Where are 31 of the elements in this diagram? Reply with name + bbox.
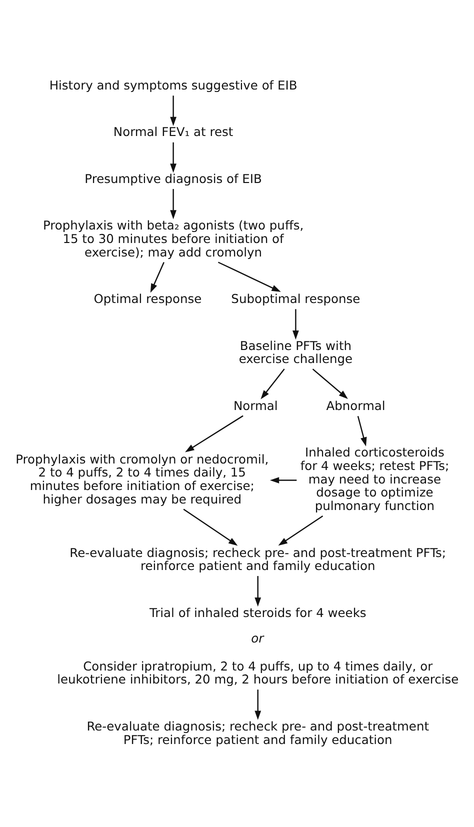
arrow <box>254 576 262 607</box>
node-text: Re-evaluate diagnosis; recheck pre- and post-treatment PFTs; reinforce patient and family education <box>70 546 446 574</box>
label: or <box>251 632 264 646</box>
node-text: Trial of inhaled steroids for 4 weeks <box>149 606 366 620</box>
arrow <box>278 515 324 546</box>
node-text: Optimal response <box>94 292 202 306</box>
node-text: Consider ipratropium, 2 to 4 puffs, up to 4 times daily, or leukotriene inhibitors, 20 mg, 2 hours before initiation of exercise <box>57 659 459 687</box>
arrow <box>312 368 348 400</box>
node-text: Abnormal <box>326 398 386 413</box>
arrow <box>254 690 262 720</box>
arrow <box>185 415 244 452</box>
node-text: Presumptive diagnosis of EIB <box>84 172 262 186</box>
arrow <box>183 508 238 546</box>
node-text: History and symptoms suggestive of EIB <box>49 78 298 92</box>
arrow <box>150 262 164 293</box>
arrow <box>270 477 297 484</box>
node-text: Normal <box>234 398 278 413</box>
arrow <box>218 262 281 292</box>
arrow <box>357 416 367 446</box>
node-text: Re-evaluate diagnosis; recheck pre- and post-treatment PFTs; reinforce patient and family education <box>86 719 430 747</box>
node-text: Baseline PFTs with exercise challenge <box>238 338 353 366</box>
node-text: Inhaled corticosteroids for 4 weeks; retest PFTs; may need to increase dosage to optimize pulmonary function <box>300 446 450 514</box>
arrow <box>260 368 285 400</box>
node-text: Prophylaxis with cromolyn or nedocromil, 2 to 4 puffs, 2 to 4 times daily, 15 minutes before initiation of exercise; higher dosages may be required <box>16 452 269 506</box>
arrow <box>170 142 176 173</box>
node-text: Suboptimal response <box>231 292 360 306</box>
arrow <box>170 96 176 126</box>
arrow <box>170 188 176 220</box>
node-text: Normal FEV₁ at rest <box>113 125 234 140</box>
arrow <box>292 309 299 340</box>
node-text: Prophylaxis with beta₂ agonists (two puffs, 15 to 30 minutes before initiation of exercise); may add cromolyn <box>42 218 304 260</box>
